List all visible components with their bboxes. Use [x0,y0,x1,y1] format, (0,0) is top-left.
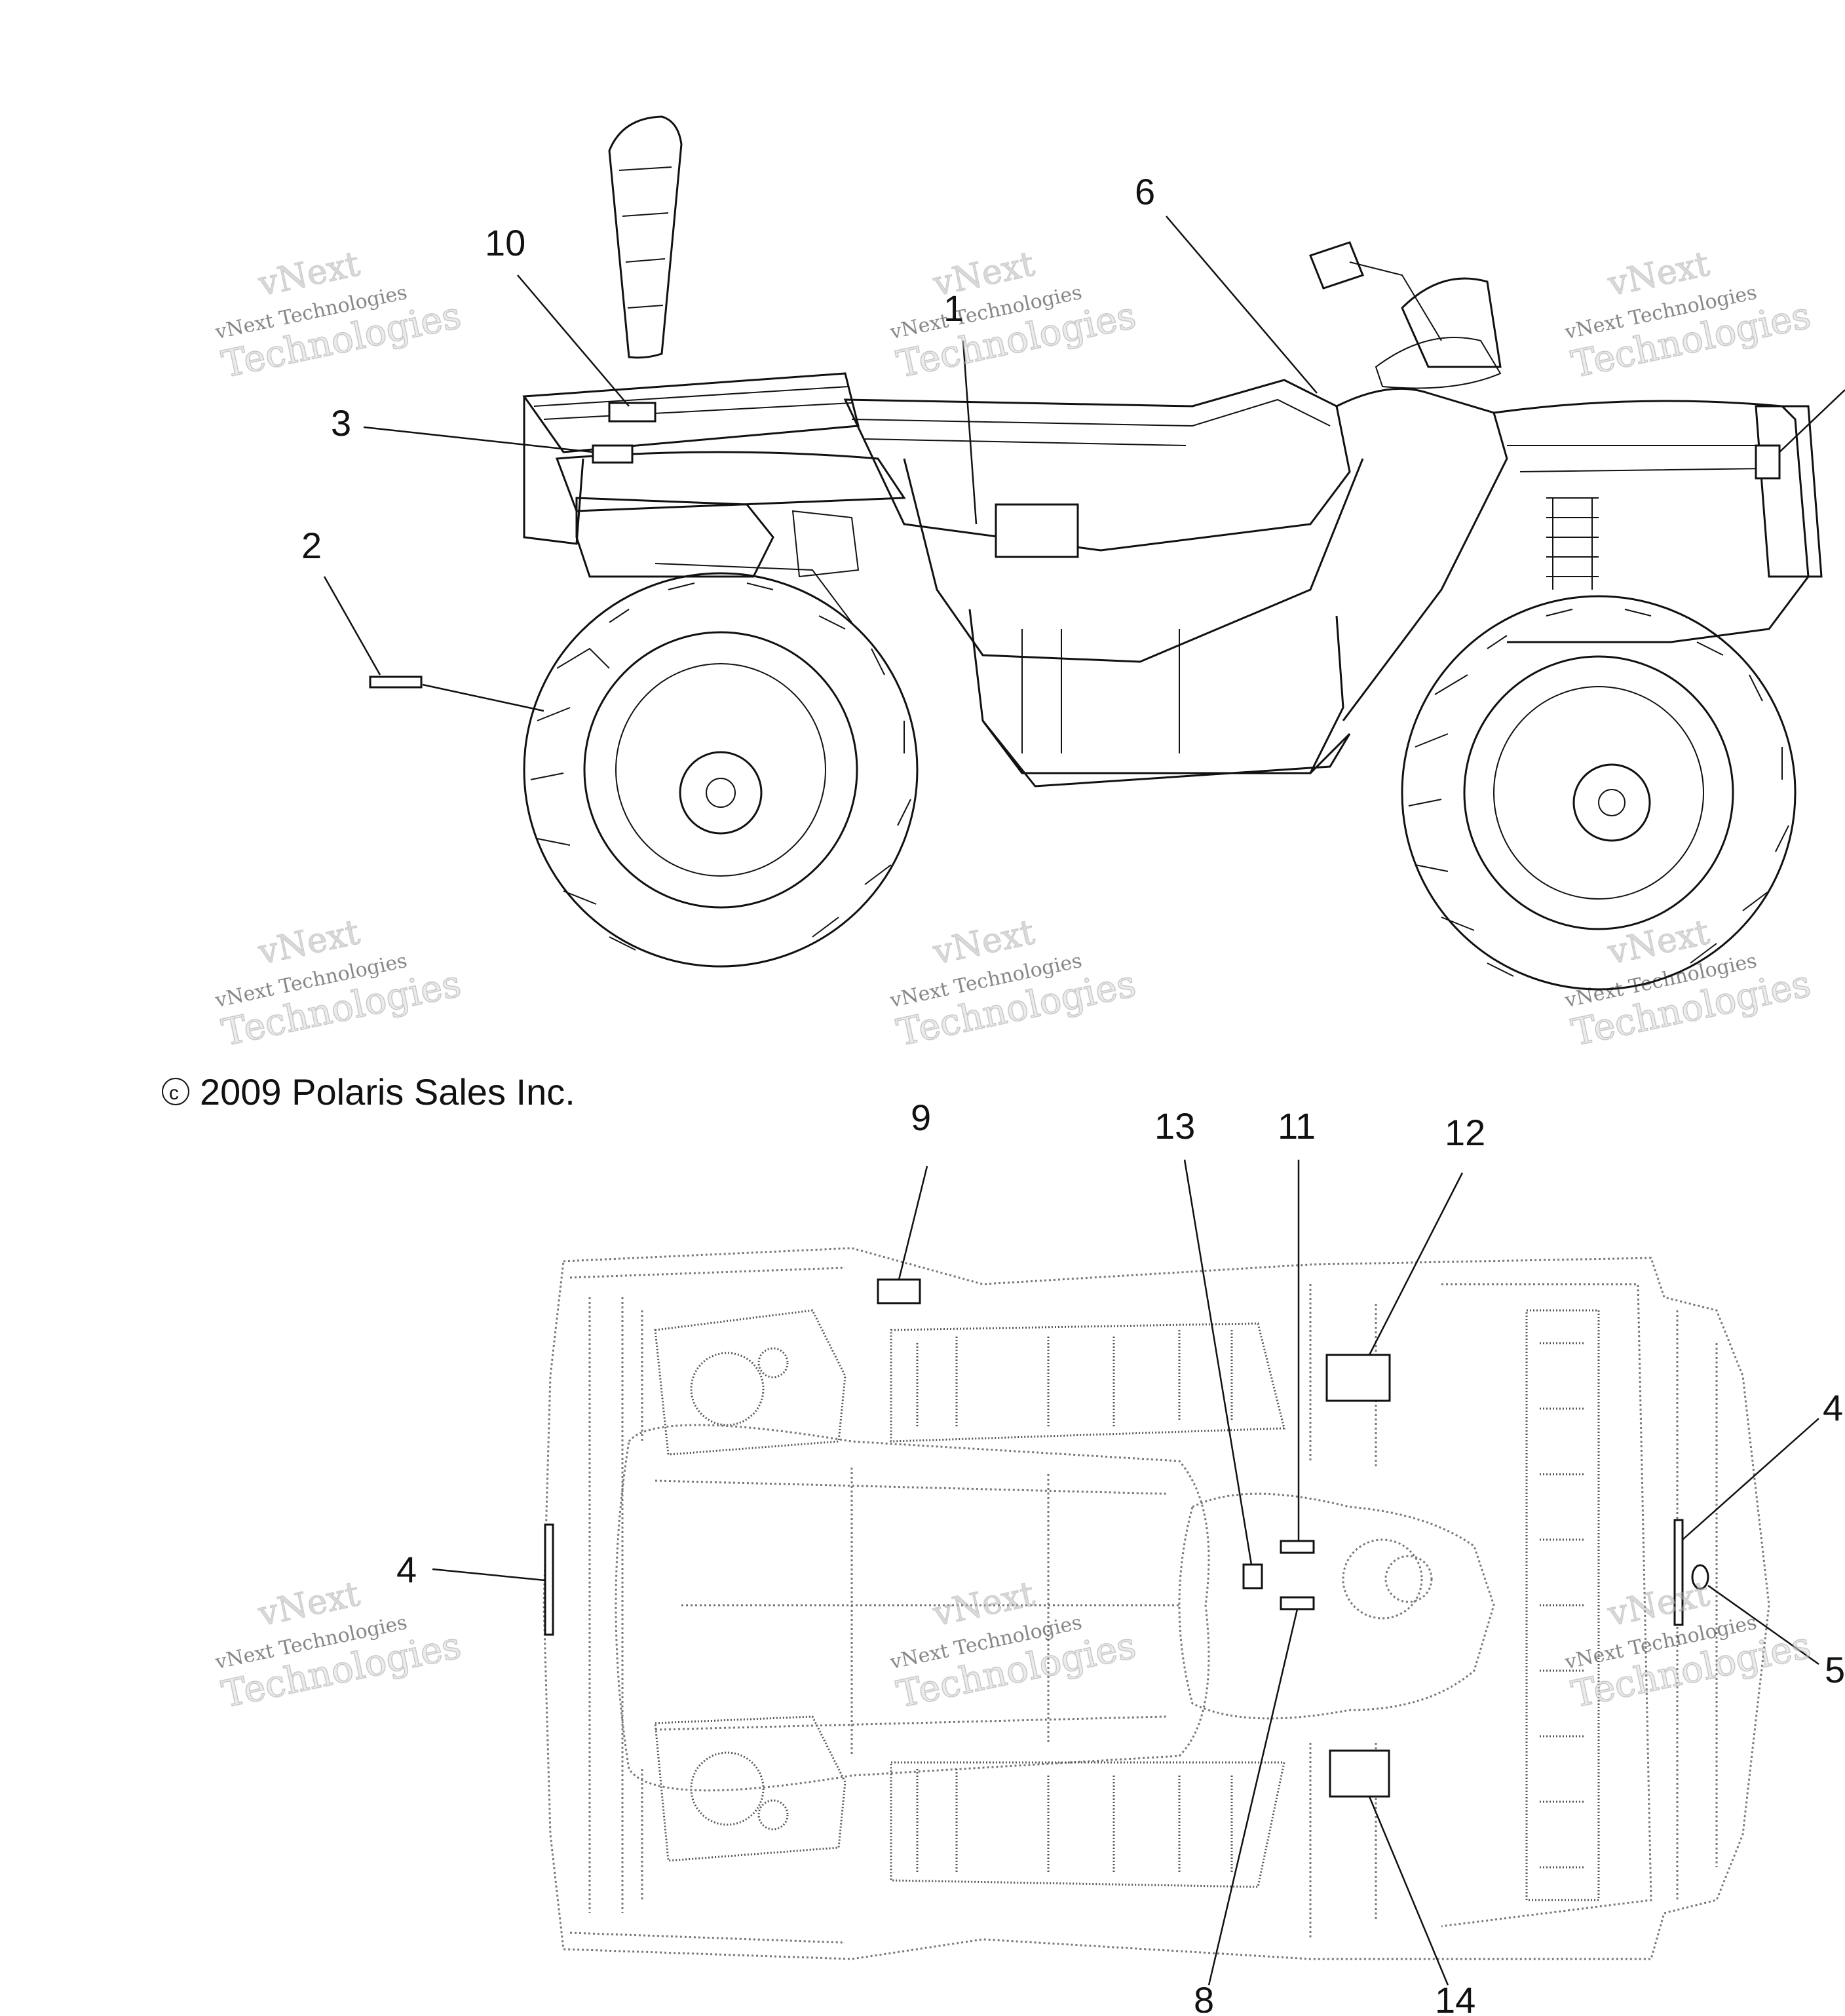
decal-3 [592,444,634,464]
leader-10 [517,275,630,407]
callout-13: 13 [1154,1105,1195,1147]
copyright-line: c 2009 Polaris Sales Inc. [162,1071,575,1113]
decal-4-right [1673,1519,1684,1626]
decal-5 [1691,1564,1709,1590]
callout-2: 2 [301,525,322,566]
watermark: vNext vNext Technologies Technologies [888,913,1140,1056]
decal-4-left [544,1523,554,1636]
top-front [1178,1283,1718,1939]
leader-9 [898,1166,928,1280]
copyright-text: 2009 Polaris Sales Inc. [200,1071,575,1113]
callout-1: 1 [943,288,964,329]
rear-suspension [575,497,860,623]
leader-3 [363,426,594,453]
leader-4-left [432,1568,546,1582]
leader-12 [1368,1172,1464,1356]
front-shock [1546,497,1599,590]
decal-10 [608,402,656,423]
callout-4-right: 4 [1823,1387,1843,1428]
body [843,241,1823,788]
watermark: vNext vNext Technologies Technologies [888,1574,1140,1717]
leader-8 [1208,1608,1299,1986]
decal-9 [877,1278,921,1304]
watermark: vNext vNext Technologies Technologies [213,244,465,387]
leader-2 [323,576,544,712]
top-footwells [890,1322,1285,1888]
callout-12: 12 [1445,1112,1485,1153]
watermark: vNext vNext Technologies Technologies [1563,1574,1815,1717]
copyright-icon [162,1078,189,1105]
side-view-atv: 1 2 3 10 6 [301,115,1845,991]
leader-1 [962,340,978,525]
leader-4-right [1682,1418,1819,1540]
callout-8: 8 [1194,1979,1214,2013]
watermark: vNext vNext Technologies Technologies [213,1574,465,1717]
decal-front [1755,444,1781,480]
callout-5: 5 [1825,1649,1845,1690]
callout-14: 14 [1435,1979,1475,2013]
leader-5 [1707,1584,1819,1665]
callout-11: 11 [1278,1105,1316,1147]
decal-14 [1329,1749,1390,1798]
watermark: vNext vNext Technologies Technologies [1563,913,1815,1056]
decal-2 [369,675,423,689]
callout-6: 6 [1135,171,1155,212]
decal-11 [1280,1540,1315,1554]
leader-6 [1166,216,1318,394]
watermarks: vNext vNext Technologies Technologies vN… [213,244,1815,1717]
leader-14 [1368,1796,1449,1986]
passenger-backrest [608,115,683,359]
callout-4-left: 4 [396,1549,417,1590]
front-wheel [1401,595,1797,991]
leader-front [1779,389,1845,453]
top-seat [615,1424,1210,1792]
top-view-atv: 9 13 11 12 4 4 5 8 14 [396,1097,1845,2016]
svg-text:c: c [169,1082,179,1104]
leader-13 [1183,1159,1253,1565]
watermark: vNext vNext Technologies Technologies [888,244,1140,387]
decal-1 [995,503,1079,558]
callout-10: 10 [485,222,525,263]
decal-12 [1325,1354,1391,1402]
watermark: vNext vNext Technologies Technologies [213,913,465,1056]
rear-wheel [523,572,919,968]
callout-9: 9 [911,1097,931,1138]
callout-3: 3 [331,402,351,444]
decal-8 [1280,1596,1315,1610]
watermark: vNext vNext Technologies Technologies [1563,244,1815,387]
decal-13 [1242,1563,1263,1589]
